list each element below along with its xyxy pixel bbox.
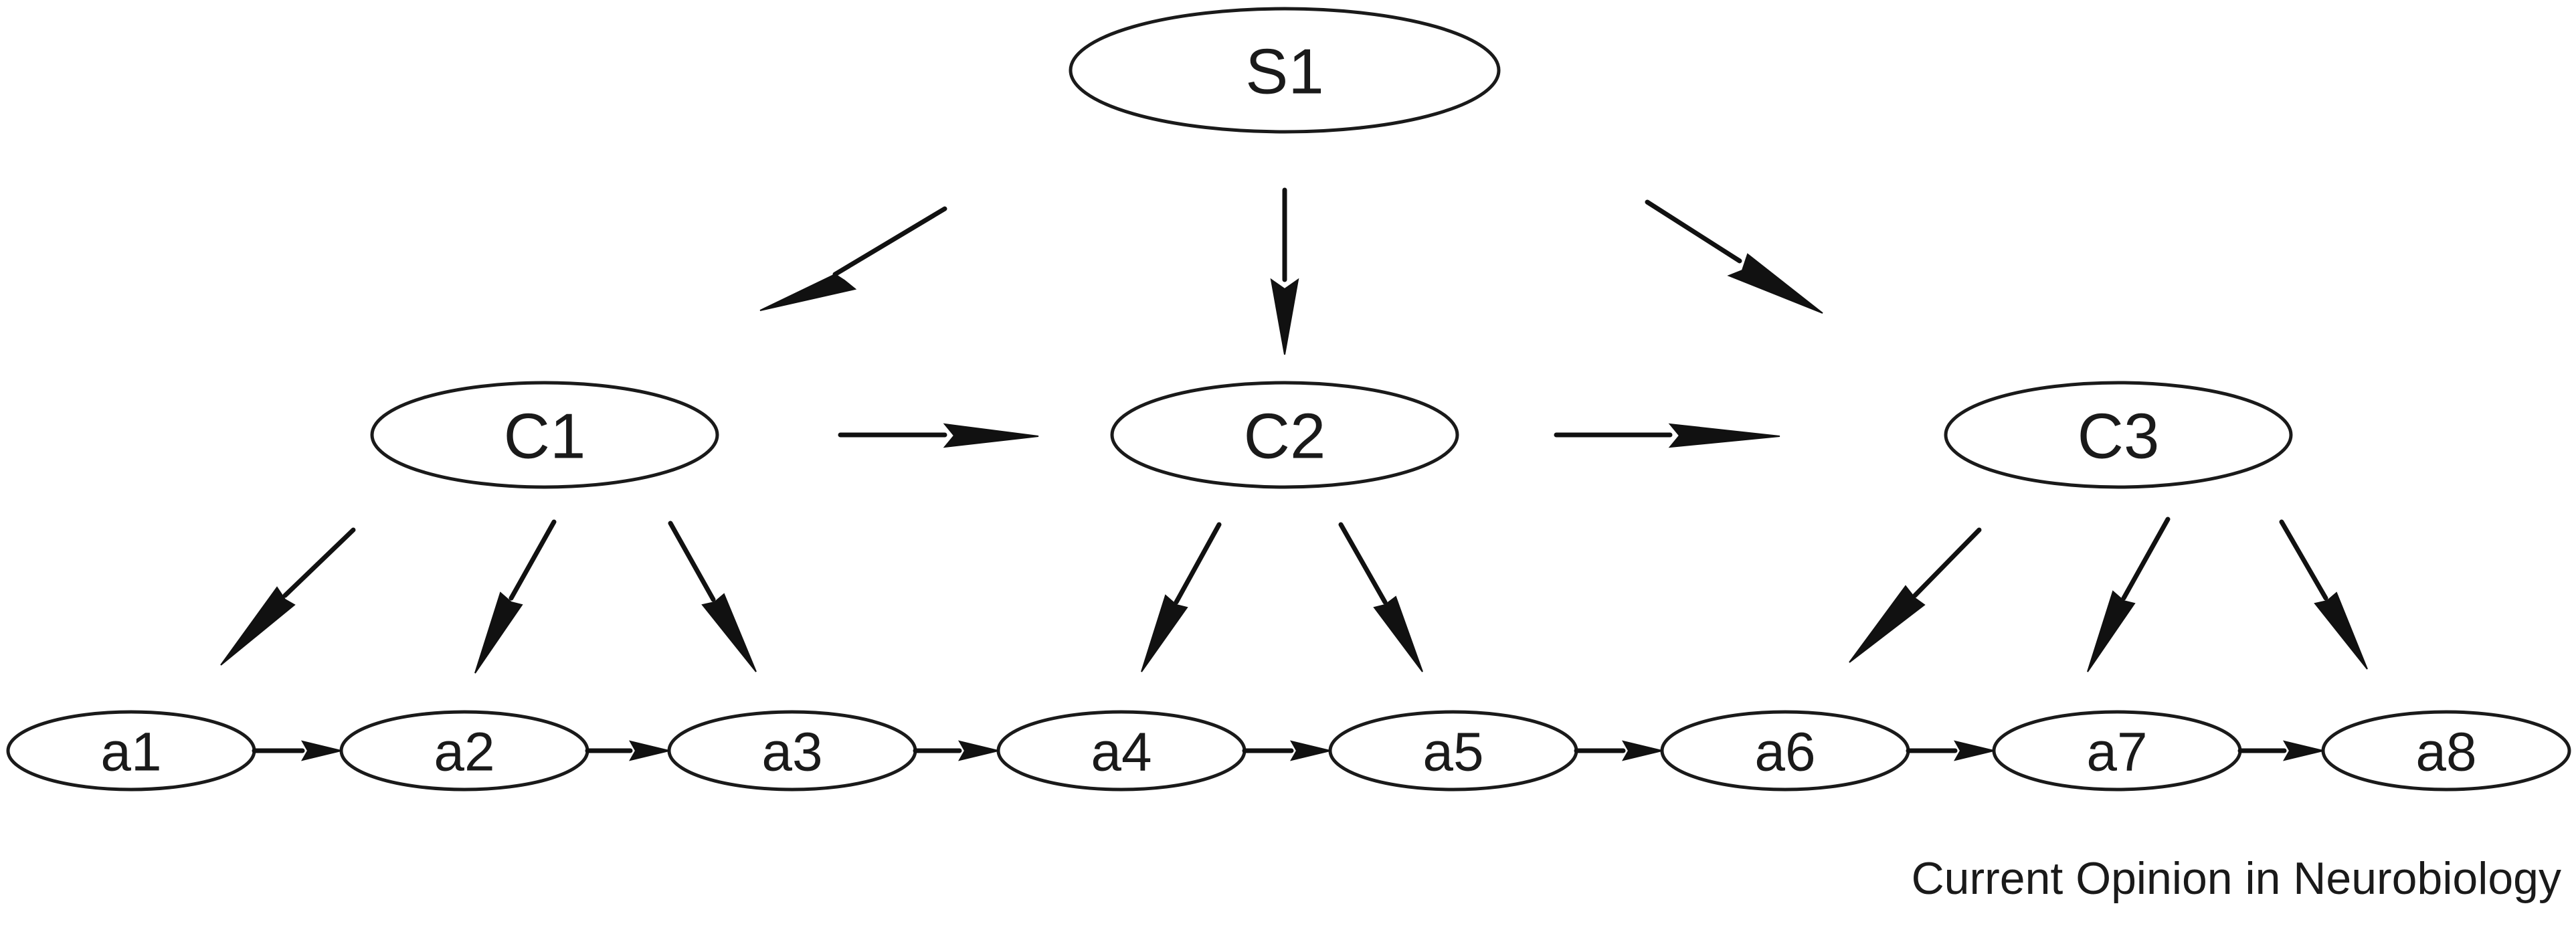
node-a5: a5: [1328, 710, 1578, 792]
node-c3-label: C3: [2078, 401, 2160, 472]
node-a7-label: a7: [2086, 722, 2147, 783]
arrow-c1-to-c2: [838, 423, 1039, 448]
arrow-a5-to-a6: [1574, 740, 1663, 761]
node-a1-label: a1: [100, 722, 161, 783]
node-c1: C1: [370, 381, 719, 489]
node-a7: a7: [1992, 710, 2242, 792]
arrow-c1-to-a2: [474, 519, 557, 674]
node-a5-label: a5: [1422, 722, 1483, 783]
arrow-a6-to-a7: [1906, 740, 1995, 761]
node-s1: S1: [1069, 7, 1501, 134]
arrow-c3-to-a6: [1849, 527, 1982, 663]
node-c2: C2: [1110, 381, 1459, 489]
arrow-c2-to-a5: [1338, 522, 1423, 672]
node-a6: a6: [1660, 710, 1910, 792]
node-c3: C3: [1944, 381, 2293, 489]
arrow-a2-to-a3: [585, 740, 670, 761]
arrow-a3-to-a4: [913, 740, 999, 761]
arrow-s1-to-c1: [759, 206, 947, 311]
node-a6-label: a6: [1754, 722, 1815, 783]
arrow-c1-to-a3: [668, 521, 757, 672]
node-a1: a1: [6, 710, 256, 792]
node-c2-label: C2: [1244, 401, 1326, 472]
node-a2-label: a2: [434, 722, 494, 783]
arrow-s1-to-c3: [1645, 199, 1823, 314]
node-a4-label: a4: [1091, 722, 1152, 783]
node-a4: a4: [996, 710, 1247, 792]
arrow-a7-to-a8: [2237, 740, 2324, 761]
arrow-a4-to-a5: [1242, 740, 1331, 761]
node-a8: a8: [2321, 710, 2571, 792]
arrow-c2-to-c3: [1554, 423, 1780, 448]
arrow-c2-to-a4: [1141, 522, 1222, 672]
node-a3: a3: [667, 710, 917, 792]
arrow-c1-to-a1: [220, 527, 356, 666]
node-s1-label: S1: [1245, 36, 1323, 108]
arrow-s1-to-c2: [1270, 187, 1299, 355]
arrow-c3-to-a8: [2279, 519, 2368, 670]
node-c1-label: C1: [504, 401, 586, 472]
arrow-a1-to-a2: [252, 740, 342, 761]
source-caption: Current Opinion in Neurobiology: [1912, 853, 2561, 904]
node-a8-label: a8: [2415, 722, 2476, 783]
node-a3-label: a3: [761, 722, 822, 783]
arrow-c3-to-a7: [2087, 517, 2171, 672]
node-a2: a2: [339, 710, 589, 792]
